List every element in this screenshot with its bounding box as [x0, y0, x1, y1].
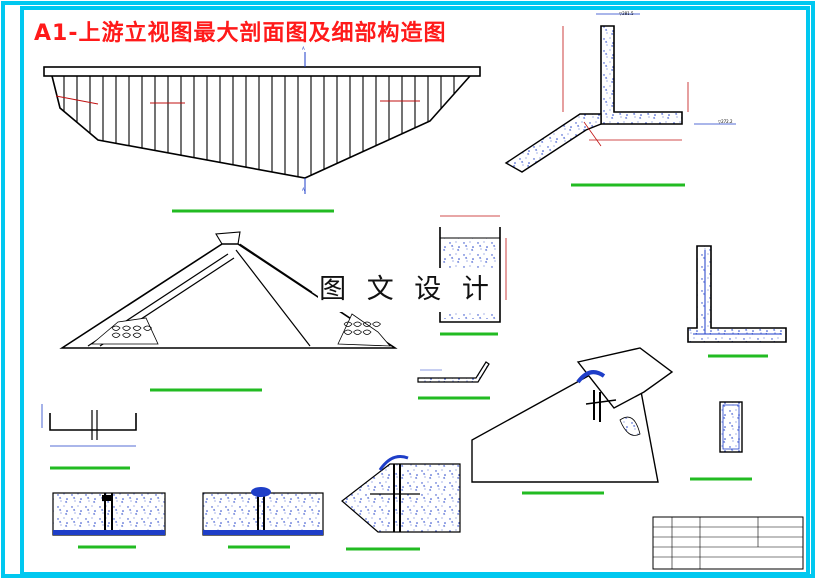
waterstop-detail	[41, 404, 137, 470]
section-mark-bottom: A	[302, 187, 305, 192]
joint-detail-1	[52, 492, 166, 549]
l-wall-detail	[687, 245, 787, 358]
drain-detail	[417, 361, 490, 400]
drawing-title: A1-上游立视图最大剖面图及细部构造图	[34, 21, 447, 46]
parapet-detail	[504, 13, 736, 187]
toe-detail	[471, 347, 674, 495]
upstream-elevation	[43, 52, 481, 213]
column-detail	[690, 401, 752, 481]
inner-border	[20, 6, 810, 576]
joint-detail-2	[202, 487, 324, 549]
elevation-label-a: ▽281.5	[619, 11, 634, 16]
joint-detail-3	[341, 455, 461, 551]
section-mark-top: A	[302, 46, 305, 51]
watermark-text: 图 文 设 计	[318, 268, 496, 312]
title-block	[652, 516, 804, 570]
max-section	[59, 231, 398, 392]
elevation-label-b: ▽272.2	[718, 119, 733, 124]
